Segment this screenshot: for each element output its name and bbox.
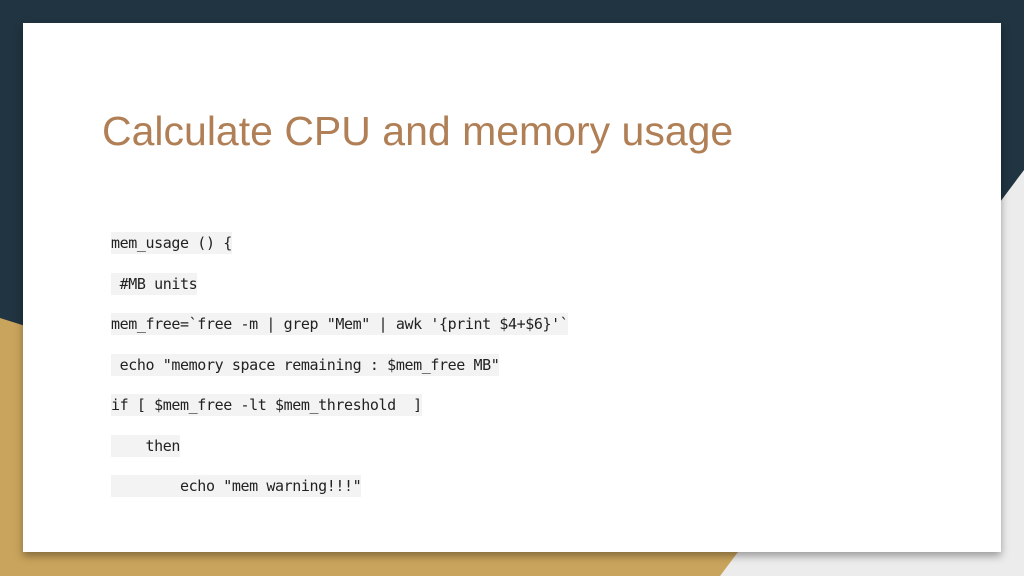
code-line: mem_usage () {: [111, 232, 568, 254]
code-line: #MB units: [111, 272, 568, 295]
code-line: then: [111, 434, 568, 457]
code-line-text: mem_usage () {: [111, 232, 232, 254]
code-line: echo "mem warning!!!": [111, 475, 568, 497]
code-block: mem_usage () { #MB units mem_free=`free …: [111, 232, 569, 516]
slide-title: Calculate CPU and memory usage: [102, 108, 734, 154]
code-line: if [ $mem_free -lt $mem_threshold ]: [111, 394, 568, 416]
slide-card: Calculate CPU and memory usage mem_usage…: [23, 23, 1001, 552]
code-line-text: echo "memory space remaining : $mem_free…: [111, 353, 500, 376]
code-line: echo "memory space remaining : $mem_free…: [111, 353, 568, 376]
code-line-text: then: [111, 434, 181, 457]
code-line-text: if [ $mem_free -lt $mem_threshold ]: [111, 394, 422, 416]
code-line-text: mem_free=`free -m | grep "Mem" | awk '{p…: [111, 313, 569, 335]
code-line-text: echo "mem warning!!!": [111, 475, 362, 497]
code-line-text: #MB units: [111, 272, 198, 295]
code-line: mem_free=`free -m | grep "Mem" | awk '{p…: [111, 313, 569, 335]
